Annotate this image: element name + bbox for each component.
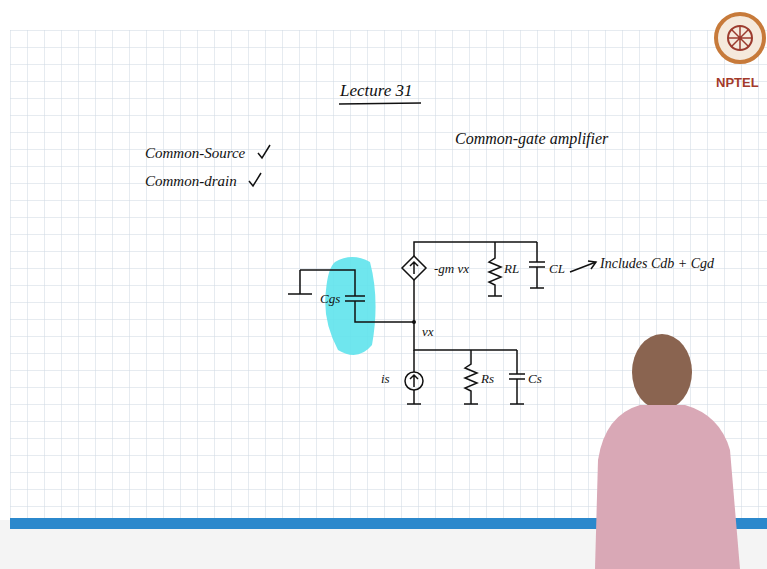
component-label: CL — [549, 262, 565, 276]
logo-text: NPTEL — [716, 76, 759, 90]
source-label: is — [381, 372, 390, 386]
component-label: Cgs — [320, 292, 340, 306]
component-label: RL — [504, 262, 519, 276]
annotation-note: Includes Cdb + Cgd — [600, 256, 714, 271]
topic-note: Common-Source — [145, 145, 245, 162]
topic-note: Common-drain — [145, 173, 237, 190]
node-label: vx — [422, 325, 434, 339]
component-label: Rs — [481, 372, 494, 386]
section-heading: Common-gate amplifier — [455, 130, 608, 148]
component-label: Cs — [528, 372, 542, 386]
lecture-title: Lecture 31 — [340, 82, 413, 101]
source-label: -gm vx — [434, 262, 469, 276]
